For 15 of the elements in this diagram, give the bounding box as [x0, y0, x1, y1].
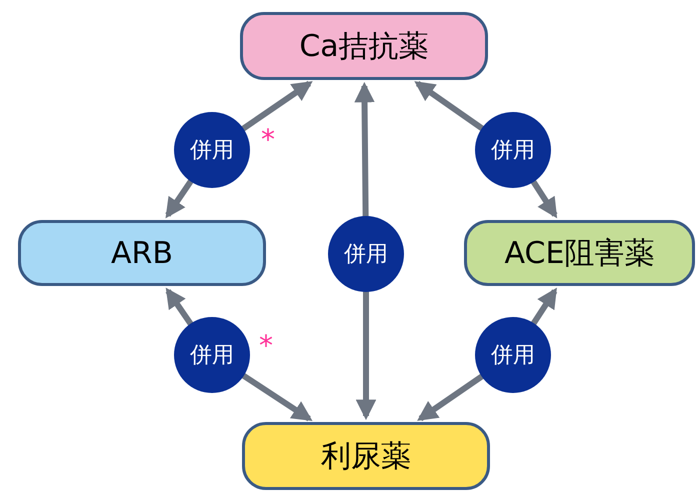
rounded-box: [18, 220, 266, 286]
edge-label: 併用: [174, 317, 250, 393]
rounded-box: [240, 12, 488, 80]
edge-label: 併用: [475, 317, 551, 393]
node-label: ARB: [111, 234, 173, 272]
rounded-box: [242, 422, 490, 490]
node-label: ACE阻害薬: [504, 234, 654, 272]
rounded-box: [464, 220, 695, 286]
edge-label: 併用: [328, 216, 404, 292]
edge-label: 併用: [475, 112, 551, 188]
node-label: 利尿薬: [321, 438, 411, 476]
edge-label: 併用: [174, 112, 250, 188]
asterisk-note: *: [259, 332, 273, 360]
node-label: Ca拮抗薬: [299, 28, 429, 66]
asterisk-note: *: [261, 126, 275, 154]
